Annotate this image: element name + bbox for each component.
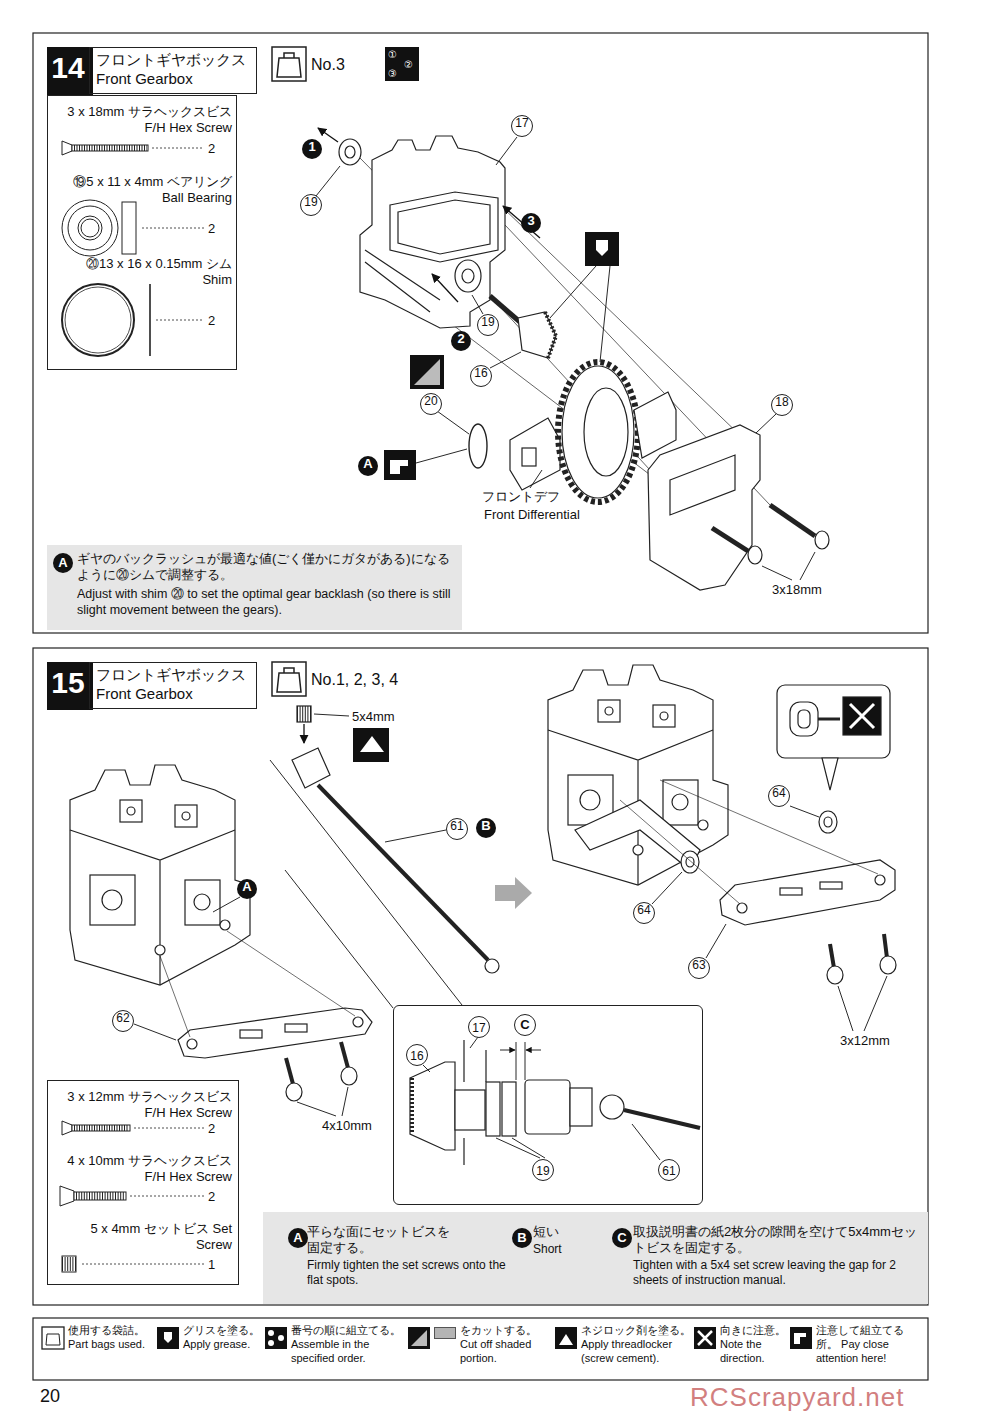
legend-text: ネジロック剤を塗る。 Apply threadlocker (screw cem… <box>581 1324 691 1365</box>
bag-number: No.1, 2, 3, 4 <box>311 670 398 689</box>
callout-number: 19 <box>300 194 322 216</box>
node-text: 平らな面にセットビスを固定する。 <box>307 1224 455 1257</box>
callout-number: 62 <box>112 1010 134 1032</box>
dimension: 5x4mm <box>352 709 395 725</box>
node-text: 5 x 4mm セットビス Set Screw <box>56 1221 232 1254</box>
order-mark: ① <box>388 49 397 61</box>
legend-text: 使用する袋詰。 Part bags used. <box>68 1324 153 1352</box>
marker-text: C <box>514 1014 536 1036</box>
marker-text: 14 <box>47 47 89 89</box>
node-text: 2 <box>208 141 228 157</box>
callout-number: 61 <box>446 818 468 840</box>
node-text: 2 <box>208 313 228 329</box>
node-text: 1 <box>208 1257 228 1273</box>
node-text: Short <box>533 1242 593 1257</box>
callout-number: 18 <box>771 394 793 416</box>
node-text: 短い <box>533 1224 593 1240</box>
callout-number: 17 <box>511 115 533 137</box>
node-text: フロントギヤボックス <box>96 51 256 70</box>
page-number: 20 <box>40 1386 60 1408</box>
marker-text: 61 <box>658 1159 680 1181</box>
bag-number: No.3 <box>311 55 345 74</box>
node-text: Front Gearbox <box>96 70 256 89</box>
node-text: ギヤのバックラッシュが最適な値(ごく僅かにガタがある)になるように⑳シムで調整す… <box>77 551 457 584</box>
marker-text: A <box>53 553 73 573</box>
parts-list: 3 x 18mm サラヘックスビス F/H Hex Screw 2 ⑲5 x 11 … <box>47 95 237 370</box>
step-order: 2 <box>451 331 471 351</box>
node-text: 取扱説明書の紙2枚分の隙間を空けて5x4mmセットビスを固定する。 <box>633 1224 923 1257</box>
watermark: RCScrapyard.net <box>690 1382 904 1413</box>
marker-text: 19 <box>532 1159 554 1181</box>
callout-number: 20 <box>420 393 442 415</box>
callout-number: 64 <box>768 785 790 807</box>
dimension: 3x18mm <box>772 582 822 598</box>
step-number: 14 <box>47 47 93 95</box>
node-text: ⑲5 x 11 x 4mm ベアリング Ball Bearing <box>56 174 232 207</box>
part-name: フロントデフ <box>482 489 560 505</box>
node-text: 3 x 18mm サラヘックスビス F/H Hex Screw <box>56 104 232 137</box>
legend-text: 番号の順に組立てる。 Assemble in the specified ord… <box>291 1324 403 1365</box>
detail-inset: 17 C 16 19 61 <box>393 1005 703 1205</box>
node-text: Front Gearbox <box>96 685 256 704</box>
marker-text: A <box>288 1228 308 1248</box>
node-text: ⑳13 x 16 x 0.15mm シム Shim <box>56 256 232 289</box>
dimension: 3x12mm <box>840 1033 890 1049</box>
step-order: 1 <box>302 139 322 159</box>
step-number: 15 <box>47 662 93 710</box>
part-name: Front Differential <box>484 507 580 523</box>
parts-list: 3 x 12mm サラヘックスビス F/H Hex Screw24 x 10mm… <box>47 1080 239 1285</box>
order-mark: ③ <box>388 68 397 80</box>
legend-text: 向きに注意。 Note the direction. <box>720 1324 788 1365</box>
callout-number: 64 <box>633 902 655 924</box>
note-box: Aギヤのバックラッシュが最適な値(ごく僅かにガタがある)になるように⑳シムで調整… <box>47 545 462 630</box>
step-title: フロントギヤボックスFront Gearbox <box>89 662 257 709</box>
node-text: Firmly tighten the set screws onto the f… <box>307 1258 507 1288</box>
step-order: 3 <box>521 213 541 233</box>
node-text: 3 x 12mm サラヘックスビス F/H Hex Screw <box>56 1089 232 1122</box>
legend-text: 注意して組立てる所。 Pay close attention here! <box>816 1324 924 1365</box>
legend-text: グリスを塗る。 Apply grease. <box>183 1324 261 1352</box>
note-marker: B <box>476 818 496 838</box>
legend-text: をカットする。 Cut off shaded portion. <box>460 1324 552 1365</box>
order-mark: ② <box>404 59 413 71</box>
note-marker: A <box>237 879 257 899</box>
marker-text: B <box>512 1228 532 1248</box>
callout-number: 63 <box>688 957 710 979</box>
marker-text: C <box>612 1228 632 1248</box>
node-text: 2 <box>208 1121 228 1137</box>
marker-text: 16 <box>406 1044 428 1066</box>
node-text: 2 <box>208 221 228 237</box>
marker-text: 15 <box>47 662 89 704</box>
step-title: フロントギヤボックスFront Gearbox <box>89 47 257 94</box>
node-text: 2 <box>208 1189 228 1205</box>
note-marker: A <box>358 456 378 476</box>
legend-swatch <box>434 1327 456 1339</box>
callout-number: 16 <box>470 365 492 387</box>
node-text: Tighten with a 5x4 set screw leaving the… <box>633 1258 923 1288</box>
dimension: 4x10mm <box>322 1118 372 1134</box>
note-box: A平らな面にセットビスを固定する。Firmly tighten the set … <box>263 1212 928 1304</box>
node-text: Adjust with shim ⑳ to set the optimal ge… <box>77 587 457 618</box>
callout-number: 19 <box>477 314 499 336</box>
node-text: 4 x 10mm サラヘックスビス F/H Hex Screw <box>56 1153 232 1186</box>
marker-text: 17 <box>468 1016 490 1038</box>
node-text: フロントギヤボックス <box>96 666 256 685</box>
